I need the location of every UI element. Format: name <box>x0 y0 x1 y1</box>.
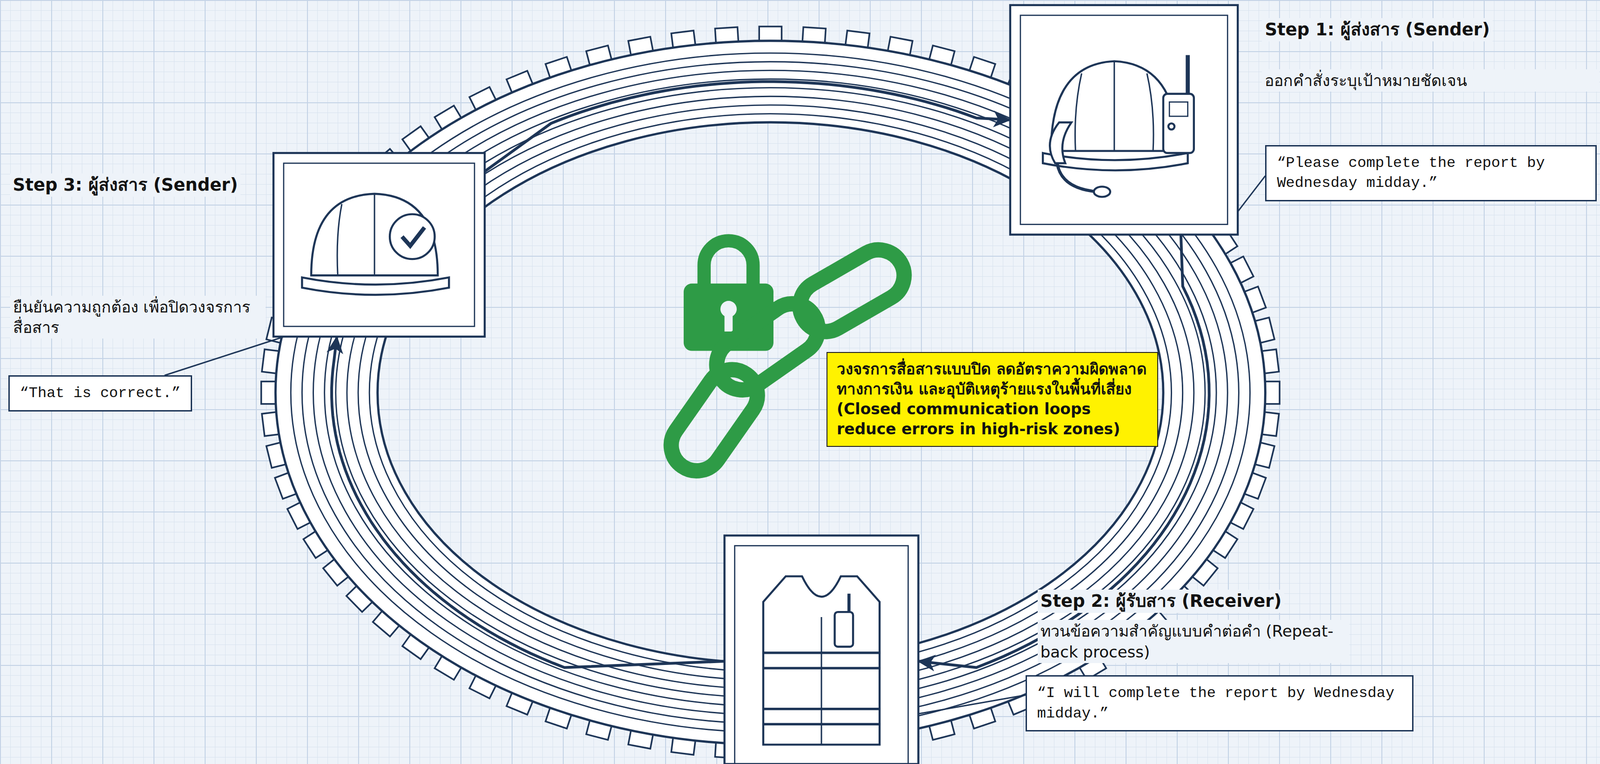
flow-arrow <box>484 81 1011 172</box>
quote-text: “I will complete the report by Wednesday… <box>1037 683 1402 724</box>
summary-box: วงจรการสื่อสารแบบปิด ลดอัตราความผิดพลาดท… <box>826 352 1159 447</box>
summary-text: วงจรการสื่อสารแบบปิด ลดอัตราความผิดพลาดท… <box>836 359 1148 400</box>
quote-box: “Please complete the report by Wednesday… <box>1265 145 1597 202</box>
summary-text: (Closed communication loops reduce error… <box>836 399 1148 440</box>
step-heading: Step 3: ผู้ส่งสาร (Sender) <box>10 173 241 197</box>
leader-line <box>918 695 1026 714</box>
step1-icon <box>1010 5 1238 235</box>
step-description: ทวนข้อความสำคัญแบบคำต่อคำ (Repeat-back p… <box>1037 620 1350 663</box>
step-box: Step 3: ผู้ส่งสาร (Sender)ยืนยันความถูกต… <box>273 153 485 337</box>
quote-box: “That is correct.” <box>8 375 193 412</box>
step-box: Step 1: ผู้ส่งสาร (Sender)ออกคำสั่งระบุเ… <box>1010 5 1238 235</box>
step-heading: Step 2: ผู้รับสาร (Receiver) <box>1037 589 1285 614</box>
step-box: Step 2: ผู้รับสาร (Receiver)ทวนข้อความสำ… <box>724 535 919 764</box>
step-description: ออกคำสั่งระบุเป้าหมายชัดเจน <box>1261 69 1600 92</box>
quote-text: “Please complete the report by Wednesday… <box>1276 153 1586 194</box>
step-description: ยืนยันความถูกต้อง เพื่อปิดวงจรการสื่อสาร <box>10 295 267 339</box>
quote-box: “I will complete the report by Wednesday… <box>1025 675 1414 732</box>
step3-icon <box>273 153 485 337</box>
leader-line <box>164 336 285 376</box>
flow-arrow <box>331 336 725 668</box>
leader-line <box>1237 175 1266 212</box>
quote-text: “That is correct.” <box>20 383 181 404</box>
step2-icon <box>724 535 919 764</box>
step-heading: Step 1: ผู้ส่งสาร (Sender) <box>1261 18 1493 42</box>
